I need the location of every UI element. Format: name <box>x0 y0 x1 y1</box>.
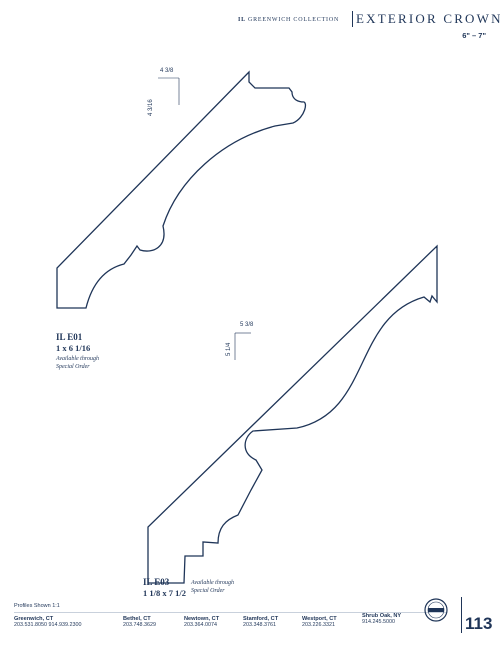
location-westport: Westport, CT 203.226.3321 <box>302 616 337 628</box>
location-city: Stamford, CT <box>243 616 279 622</box>
e03-note: Available through Special Order <box>191 579 234 595</box>
location-newtown: Newtown, CT 203.364.0074 <box>184 616 219 628</box>
page-number: 113 <box>465 614 493 633</box>
location-city: Bethel, CT <box>123 616 151 622</box>
location-phone: 203.748.3629 <box>123 622 156 628</box>
scale-note: Profiles Shown 1:1 <box>14 603 60 609</box>
location-phone: 203.348.3761 <box>243 622 276 628</box>
page-number-divider <box>461 597 462 633</box>
location-stamford: Stamford, CT 203.348.3761 <box>243 616 278 628</box>
collection-name: GREENWICH COLLECTION <box>247 17 340 23</box>
location-phone: 203.226.3321 <box>302 622 335 628</box>
location-bethel: Bethel, CT 203.748.3629 <box>123 616 156 628</box>
location-phone: 914.245.5000 <box>362 619 395 625</box>
location-city: Greenwich, CT <box>14 616 54 622</box>
e03-name: IL E03 <box>143 577 170 587</box>
company-seal-icon <box>424 598 448 622</box>
logo-mark: IL <box>238 17 246 23</box>
e01-height-dim: 4 3/16 <box>148 99 154 116</box>
e01-size: 1 x 6 1/16 <box>56 343 91 353</box>
location-city: Newtown, CT <box>184 616 220 622</box>
e01-note-line1: Available through <box>56 356 99 362</box>
e01-name: IL E01 <box>56 332 83 342</box>
profile-e03-outline <box>147 244 438 584</box>
location-phone: 203.364.0074 <box>184 622 217 628</box>
location-shrub-oak: Shrub Oak, NY 914.245.5000 <box>362 613 401 625</box>
location-city: Shrub Oak, NY <box>362 613 402 619</box>
size-range: 6" – 7" <box>462 31 486 40</box>
e03-note-line1: Available through <box>191 580 234 586</box>
e03-width-dim: 5 3/8 <box>240 322 254 328</box>
profile-e01-outline <box>56 70 307 309</box>
location-city: Westport, CT <box>302 616 337 622</box>
footer-divider <box>14 612 446 613</box>
e01-width-dim: 4 3/8 <box>160 68 174 74</box>
e01-note-line2: Special Order <box>56 364 90 370</box>
e01-note: Available through Special Order <box>56 355 99 371</box>
e03-size: 1 1/8 x 7 1/2 <box>143 588 186 598</box>
e03-height-dim: 5 1/4 <box>226 342 232 356</box>
location-greenwich: Greenwich, CT 203.531.8050 914.939.2300 <box>14 616 81 628</box>
e03-note-line2: Special Order <box>191 588 225 594</box>
header-divider <box>352 11 353 27</box>
location-phone: 203.531.8050 914.939.2300 <box>14 622 82 628</box>
page-title: EXTERIOR CROWNS <box>356 11 500 26</box>
